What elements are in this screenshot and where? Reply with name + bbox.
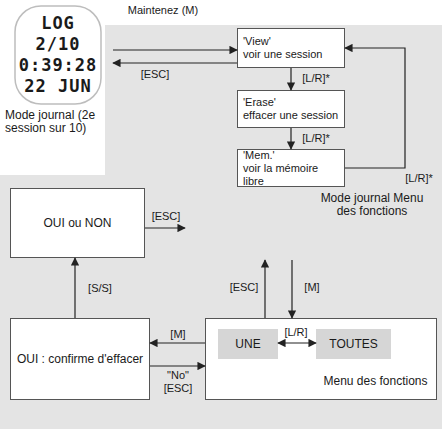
option-chip: UNE (218, 329, 278, 359)
arrow-connector (150, 342, 205, 343)
box-text: 'View' (243, 35, 271, 48)
key-label: [M] (297, 281, 327, 294)
box-text: 'Mem.' (243, 149, 275, 162)
key-label: [ESC] (135, 68, 175, 81)
box-text: OUI : confirme d'effacer (17, 352, 143, 366)
arrow-connector (113, 62, 237, 63)
arrow-connector (290, 128, 291, 149)
box-text: 'Erase' (243, 96, 276, 109)
key-label: [ESC] (226, 281, 262, 294)
arrow-connector (264, 260, 265, 318)
lcd-text: LOG (18, 13, 98, 33)
function-box: 'View'voir une session (237, 28, 345, 68)
function-box: 'Erase'effacer une session (237, 90, 345, 128)
lcd-text: 2/10 (18, 34, 98, 54)
key-label: [L/R]* (296, 132, 336, 145)
box-text: voir la mémoire libre (243, 162, 339, 188)
state-box: OUI : confirme d'effacer (10, 318, 150, 400)
watch-display: LOG2/100:39:2822 JUN Mode journal (2e ses… (3, 5, 113, 135)
key-label: [L/R]* (296, 72, 336, 85)
arrow-connector (278, 342, 316, 343)
watch-outline (15, 6, 101, 104)
function-box: 'Mem.'voir la mémoire libre (237, 149, 345, 187)
box-text: voir une session (243, 48, 323, 61)
mode-caption: Mode journal (2e session sur 10) (5, 109, 113, 135)
lcd-text: 0:39:28 (18, 55, 98, 75)
background-band (0, 25, 442, 429)
arrow-connector (113, 49, 237, 50)
lcd-text: 22 JUN (18, 76, 98, 96)
box-text: OUI ou NON (43, 216, 111, 230)
arrow-connector (74, 258, 75, 318)
key-label: "No" [ESC] (158, 369, 198, 395)
key-label: [M] (160, 328, 196, 341)
box-text: UNE (235, 337, 260, 351)
box-text: effacer une session (243, 109, 338, 122)
key-label: Maintenez (M) (118, 4, 208, 17)
option-chip: TOUTES (316, 329, 391, 359)
function-menu-box: Menu des fonctions UNE TOUTES (205, 318, 437, 400)
key-label: [ESC] (146, 210, 186, 223)
state-box: OUI ou NON (10, 188, 145, 258)
key-label: [L/R]* (399, 172, 439, 185)
arrow-connector (290, 68, 291, 90)
arrow-connector (150, 365, 205, 366)
box-text: TOUTES (329, 337, 377, 351)
arrow-connector (291, 260, 292, 318)
box-title: Menu des fonctions (318, 375, 433, 388)
region-title: Mode journal Menu des fonctions (313, 192, 431, 218)
key-label: [L/R] (278, 326, 314, 339)
key-label: [S/S] (82, 282, 118, 295)
arrow-connector (145, 227, 185, 228)
arrow-connector (345, 48, 405, 168)
